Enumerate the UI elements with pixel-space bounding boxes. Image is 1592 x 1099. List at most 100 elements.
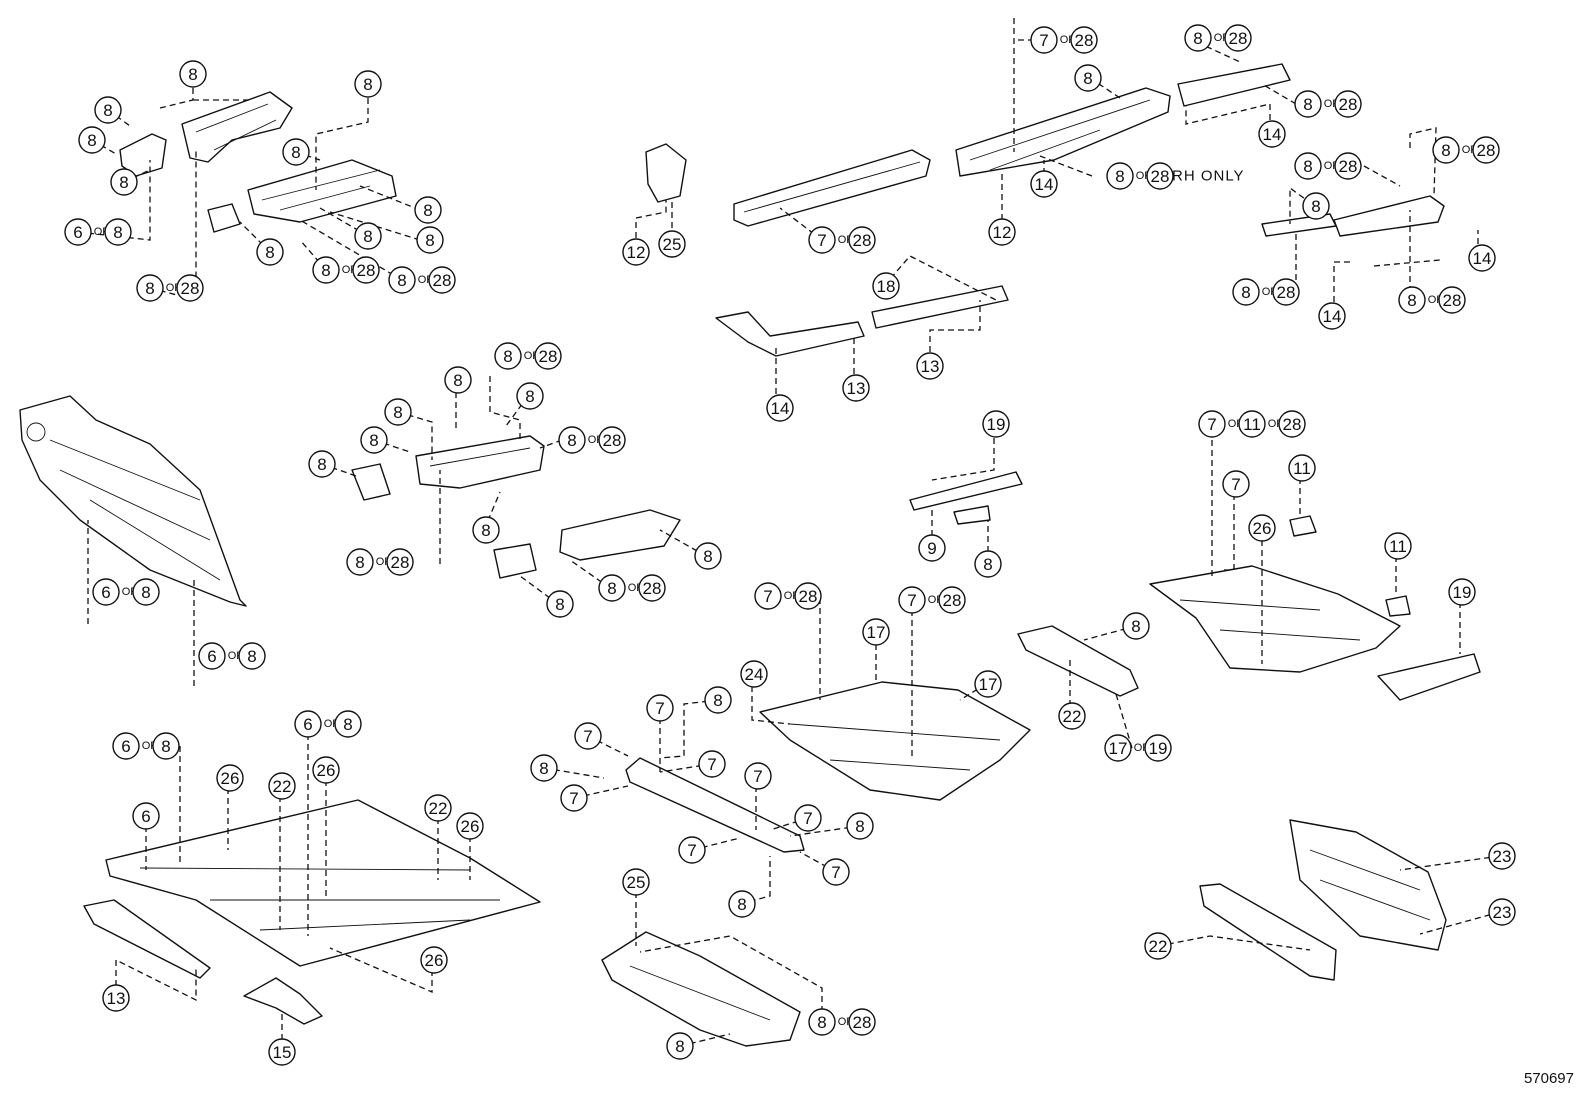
callout: 24 (740, 660, 768, 688)
callout-circle (1248, 514, 1276, 542)
callout-number: 7 (583, 727, 592, 746)
callout-number: 23 (1493, 847, 1512, 866)
callout: 13 (916, 352, 944, 380)
callout-number: 14 (1323, 307, 1342, 326)
callout: 8 (546, 590, 574, 618)
callout: 23 (1488, 842, 1516, 870)
callout-number: 8 (503, 347, 512, 366)
callout-circle (974, 550, 1002, 578)
callout-number: 22 (273, 777, 292, 796)
callout-number: 7 (763, 587, 772, 606)
callout-number: 22 (1149, 937, 1168, 956)
callout-number: 8 (423, 201, 432, 220)
callout-number: 28 (1277, 283, 1296, 302)
callout: 7 (822, 858, 850, 886)
callout-number: 7 (1039, 31, 1048, 50)
callout-number: 28 (391, 553, 410, 572)
callout: 8 (530, 754, 558, 782)
callout: 8 (416, 226, 444, 254)
callout-circle (132, 578, 160, 606)
callout-number: 14 (771, 399, 790, 418)
callout-circle (112, 732, 140, 760)
callout-circle (846, 812, 874, 840)
callout-circle (766, 394, 794, 422)
callout-number: 8 (321, 261, 330, 280)
callout-circle (268, 1038, 296, 1066)
callout: 12 (988, 218, 1016, 246)
callout-number: 26 (221, 769, 240, 788)
callout-circle (1448, 578, 1476, 606)
callout-circle (94, 96, 122, 124)
callout-number: 8 (141, 583, 150, 602)
callout-circle (346, 548, 374, 576)
callout: 22 (268, 772, 296, 800)
callout-number: 8 (713, 691, 722, 710)
callout-number: 8 (369, 431, 378, 450)
callout-circle (104, 218, 132, 246)
callout-circle (530, 754, 558, 782)
callout: 14 (1318, 302, 1346, 330)
callout-circle (698, 750, 726, 778)
callout-circle (646, 694, 674, 722)
callout-number: 28 (357, 261, 376, 280)
callout-circle (1432, 136, 1460, 164)
callout-circle (1144, 932, 1172, 960)
callout-number: 12 (993, 223, 1012, 242)
callout: 8 (704, 686, 732, 714)
callout-number: 8 (555, 595, 564, 614)
callout-circle (1334, 90, 1362, 118)
callout-circle (238, 642, 266, 670)
callout-number: 26 (425, 951, 444, 970)
callout-circle (516, 382, 544, 410)
callout-number: 12 (627, 243, 646, 262)
callout: 8 (472, 516, 500, 544)
callout: 7 (744, 762, 772, 790)
callout-number: 6 (121, 737, 130, 756)
callout-circle (728, 890, 756, 918)
callout-number: 28 (1283, 415, 1302, 434)
callout-circle (384, 398, 412, 426)
callout: 25 (622, 868, 650, 896)
callout-circle (92, 578, 120, 606)
callout: 8 (78, 126, 106, 154)
callout-circle (414, 196, 442, 224)
callout: 22 (424, 794, 452, 822)
callout-number: 8 (1193, 29, 1202, 48)
callout: 26 (420, 946, 448, 974)
callout-number: 26 (317, 761, 336, 780)
callout: 26 (456, 812, 484, 840)
callout: 26 (216, 764, 244, 792)
callout-circle (938, 586, 966, 614)
callout-number: 8 (1131, 617, 1140, 636)
callout-number: 8 (737, 895, 746, 914)
callout-number: 8 (1115, 167, 1124, 186)
callout-number: 19 (1453, 583, 1472, 602)
callout-number: 9 (927, 539, 936, 558)
callout: 15 (268, 1038, 296, 1066)
callout-number: 8 (317, 455, 326, 474)
callout-number: 8 (1311, 197, 1320, 216)
callout: 18 (872, 272, 900, 300)
callout-circle (1288, 454, 1316, 482)
callout-number: 28 (539, 347, 558, 366)
callout-circle (808, 1008, 836, 1036)
callout-circle (494, 342, 522, 370)
callout-number: 7 (803, 809, 812, 828)
callout-circle (456, 812, 484, 840)
callout-number: 17 (1109, 739, 1128, 758)
callout: 13 (842, 374, 870, 402)
callout: 7 (560, 784, 588, 812)
callout-number: 18 (877, 277, 896, 296)
callout-circle (558, 426, 586, 454)
